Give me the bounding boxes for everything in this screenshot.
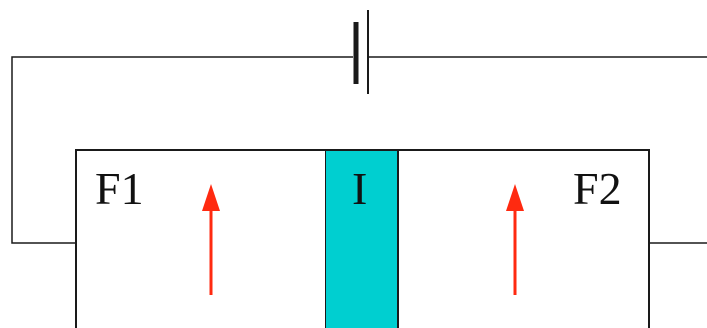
label-barrier: I: [352, 163, 367, 214]
arrow-up-icon: [202, 184, 220, 295]
battery-icon: [353, 10, 369, 94]
layer-f1: [75, 149, 327, 328]
circuit-wire: [11, 56, 707, 244]
arrow-up-icon: [506, 184, 524, 295]
arrow-right-head: [506, 184, 524, 211]
barrier-layer: [326, 150, 398, 328]
label-f1: F1: [95, 163, 144, 214]
wire-left: [11, 56, 353, 244]
label-f2: F2: [573, 163, 622, 214]
junction-stack: [75, 149, 650, 328]
layer-f2: [397, 149, 650, 328]
arrow-left-head: [202, 184, 220, 211]
